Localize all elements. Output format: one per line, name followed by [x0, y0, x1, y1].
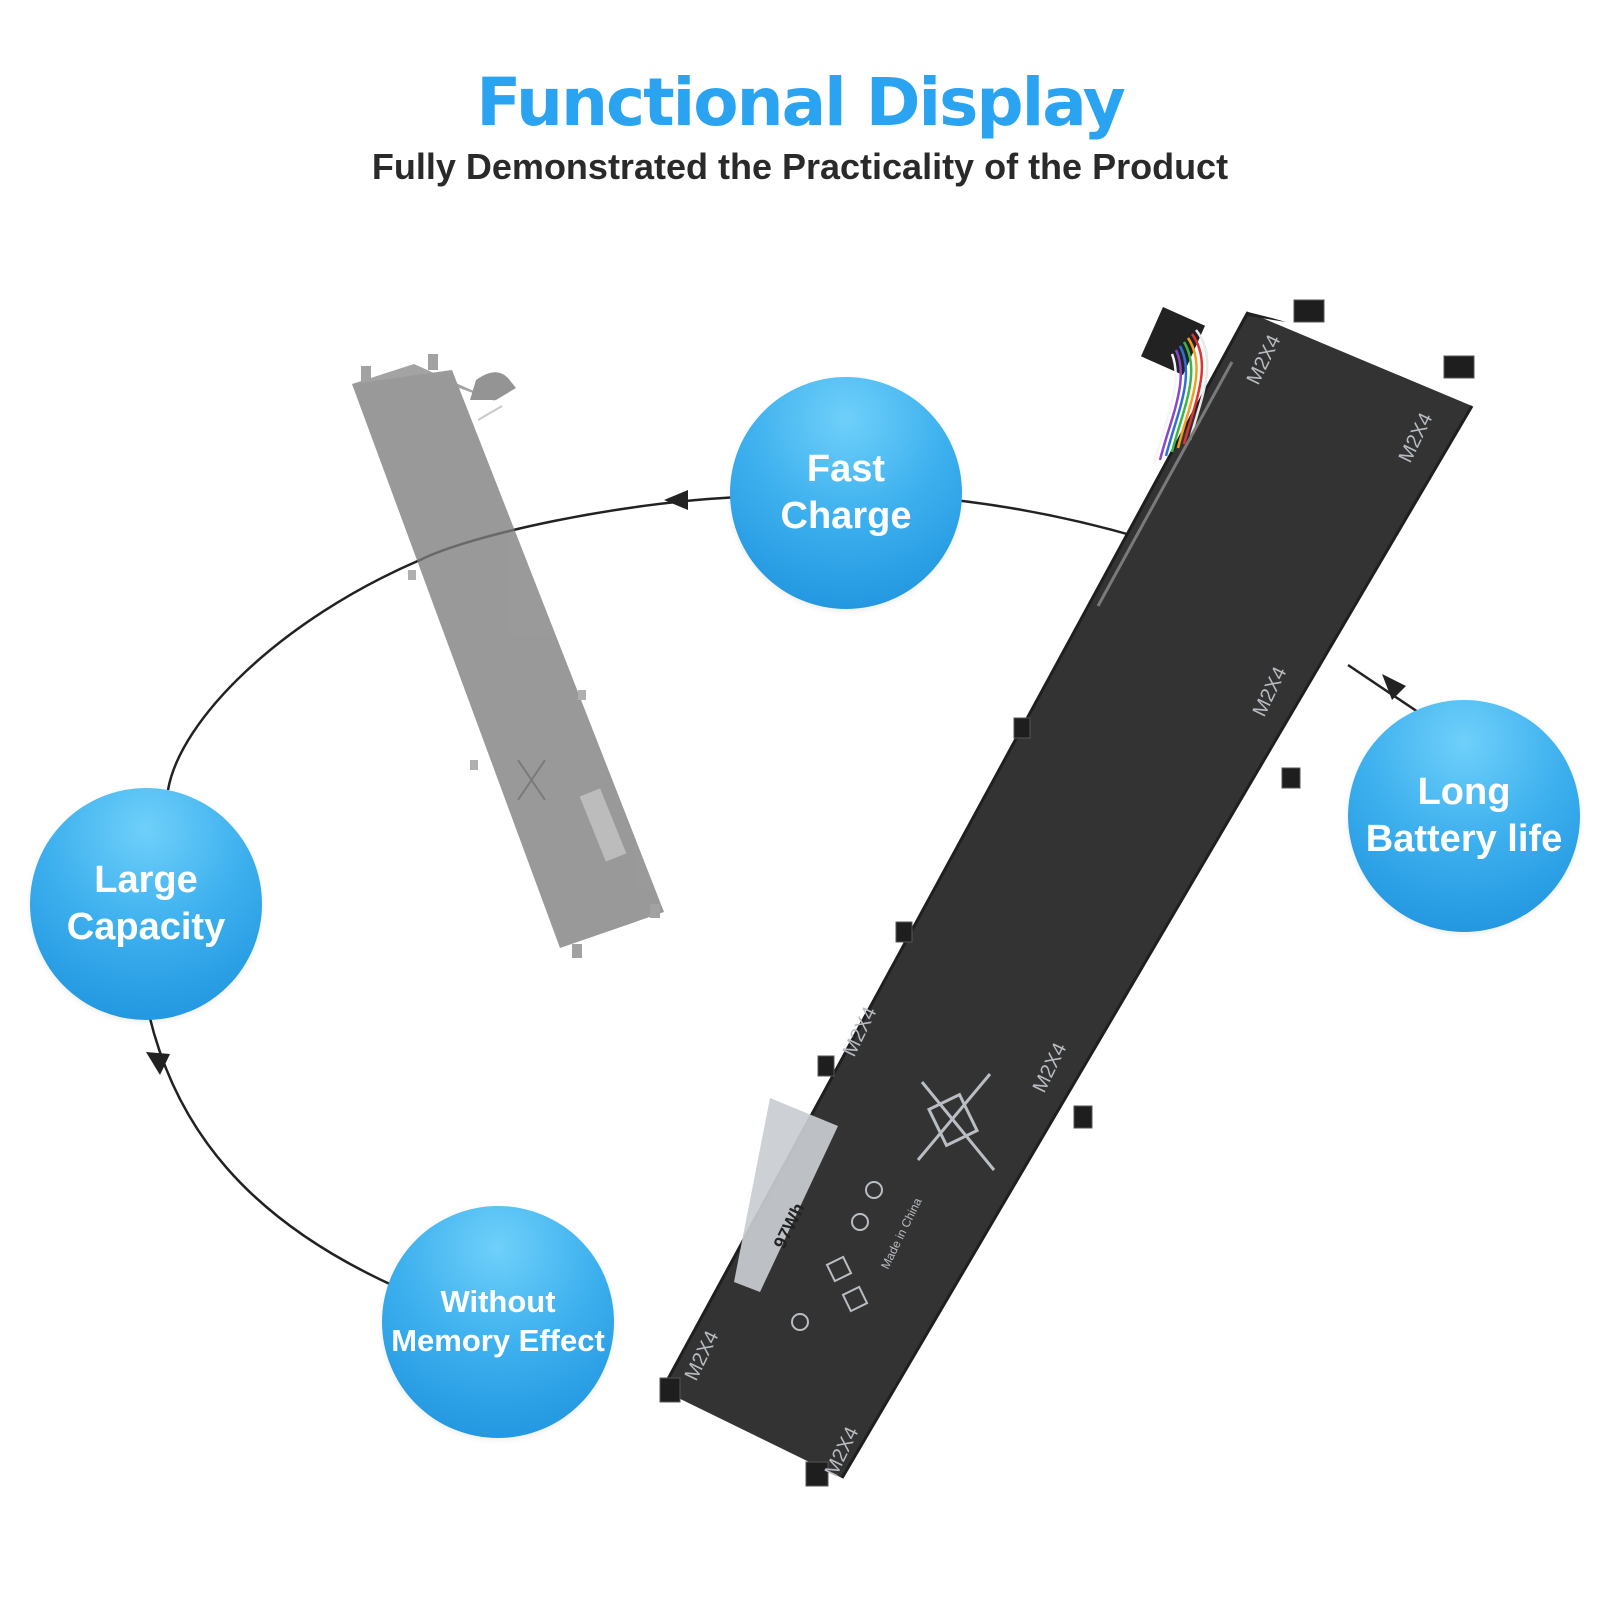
feature-without-memory-effect: Without Memory Effect — [382, 1206, 614, 1438]
feature-large-capacity: Large Capacity — [30, 788, 262, 1020]
page-subtitle: Fully Demonstrated the Practicality of t… — [371, 146, 1229, 187]
feature-long-battery-life: Long Battery life — [1348, 700, 1580, 932]
feature-fast-charge: Fast Charge — [730, 377, 962, 609]
cycle-arrow-top — [664, 490, 688, 510]
cycle-loop-line-right — [1347, 663, 1419, 714]
battery-ghost-image — [352, 354, 664, 958]
page-title: Functional Display — [476, 64, 1126, 141]
cycle-arrow-left — [146, 1052, 170, 1075]
cycle-arrow-right — [1382, 674, 1406, 700]
